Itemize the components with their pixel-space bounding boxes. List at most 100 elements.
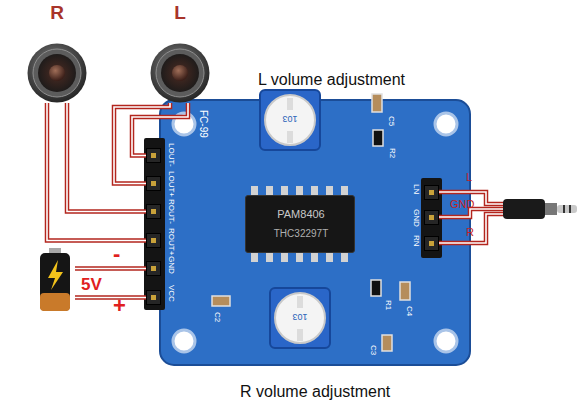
battery: 5V (35, 248, 75, 313)
wire-sheath (67, 103, 146, 212)
chip-leg (296, 252, 303, 262)
volume-potentiometer: 103 (268, 286, 332, 350)
wire-label: GND (450, 198, 474, 210)
plug-ring (563, 205, 565, 213)
speaker-wire (67, 103, 146, 212)
header-pin: VCC (146, 290, 161, 305)
wire-core (75, 268, 146, 270)
chip-leg (311, 252, 318, 262)
node-title: 103 (258, 113, 322, 123)
node-title: ROUT- (166, 199, 175, 224)
knob-slot (287, 98, 293, 110)
node-title: LOUT- (166, 143, 175, 167)
battery-body (40, 253, 70, 311)
speaker-wire (132, 103, 188, 156)
input-pin: GND (424, 210, 439, 225)
audio-input-wires (439, 192, 505, 243)
speaker-dome (172, 65, 188, 81)
speaker-rim (28, 44, 87, 103)
pin-header-strip (421, 178, 442, 258)
node-title: RN (411, 235, 420, 247)
amplifier-board: FC-99PAM8406THC32297T103103LOUT-LOUT+ROU… (160, 100, 470, 365)
wire-sheath (75, 295, 146, 300)
component-label: C2 (212, 312, 221, 322)
component-label: C3 (368, 345, 377, 355)
smd-capacitor (212, 296, 230, 306)
annotation: L volume adjustment (258, 71, 405, 89)
header-pin: ROUT+ (146, 233, 161, 248)
polarity-sign: + (113, 294, 126, 318)
speaker-right: R (27, 43, 87, 103)
wire-sheath (75, 266, 146, 271)
node-title: R (27, 3, 87, 24)
component-label: R2 (387, 148, 396, 158)
speaker-surround (156, 49, 204, 97)
speaker-left: L (150, 43, 210, 103)
wire-core (67, 103, 146, 212)
speaker-symbol (27, 43, 87, 103)
node-title: LN (411, 184, 420, 194)
polarity-sign: - (113, 242, 120, 266)
chip-leg (281, 252, 288, 262)
chip-leg (326, 252, 333, 262)
node-title: VCC (166, 285, 175, 302)
component-label: C5 (386, 116, 395, 126)
smd-capacitor (400, 282, 410, 300)
wire-core (47, 103, 146, 241)
annotation: R volume adjustment (240, 383, 390, 401)
plug-sleeve (545, 203, 557, 215)
smd-resistor (373, 130, 383, 146)
plug-ring (569, 205, 571, 213)
audio-jack-plug (503, 199, 577, 219)
wire-label: L (466, 171, 472, 183)
wire-core (75, 297, 146, 299)
speaker-cone (161, 54, 199, 92)
input-wire-core (439, 214, 505, 243)
speaker-wire (75, 297, 146, 298)
plug-body (503, 199, 545, 219)
battery-bolt (48, 260, 63, 290)
smd-capacitor (382, 335, 392, 351)
component-label: R1 (383, 300, 392, 310)
battery-end (40, 293, 70, 311)
knob-slot (287, 131, 293, 143)
input-wire (439, 214, 505, 243)
plug-tip (557, 205, 577, 213)
speaker-cone (38, 54, 76, 92)
node-title: LOUT+ (166, 171, 175, 197)
node-subtitle: THC32297T (246, 228, 356, 239)
smd-capacitor (372, 94, 382, 112)
knob-slot (297, 296, 303, 308)
node-title: 5V (81, 276, 102, 295)
chip-leg (251, 252, 258, 262)
wire-label: R (466, 226, 474, 238)
mounting-hole (435, 330, 457, 352)
input-pin: LN (424, 185, 439, 200)
speaker-surround (33, 49, 81, 97)
wire-core (114, 103, 170, 184)
chip-leg (341, 252, 348, 262)
mounting-hole (173, 330, 195, 352)
node-title: L (150, 3, 210, 24)
header-pin: LOUT+ (146, 176, 161, 191)
speaker-wire (75, 268, 146, 269)
node-title: GND (411, 209, 420, 227)
input-pin: RN (424, 236, 439, 251)
wire-sheath (47, 103, 146, 241)
node-title: ROUT+ (166, 228, 175, 255)
component-label: C4 (404, 306, 413, 316)
speaker-wire (47, 103, 146, 241)
amplifier-chip: PAM8406THC32297T (245, 195, 355, 253)
node-title: GND (166, 256, 175, 274)
speaker-rim (151, 44, 210, 103)
speaker-wire (114, 103, 170, 184)
knob-slot (297, 329, 303, 341)
smd-resistor (371, 280, 381, 296)
wire-sheath (114, 103, 170, 184)
volume-potentiometer: 103 (258, 88, 322, 152)
header-pin: ROUT- (146, 204, 161, 219)
mounting-hole (173, 113, 195, 135)
wire-core (132, 103, 188, 156)
